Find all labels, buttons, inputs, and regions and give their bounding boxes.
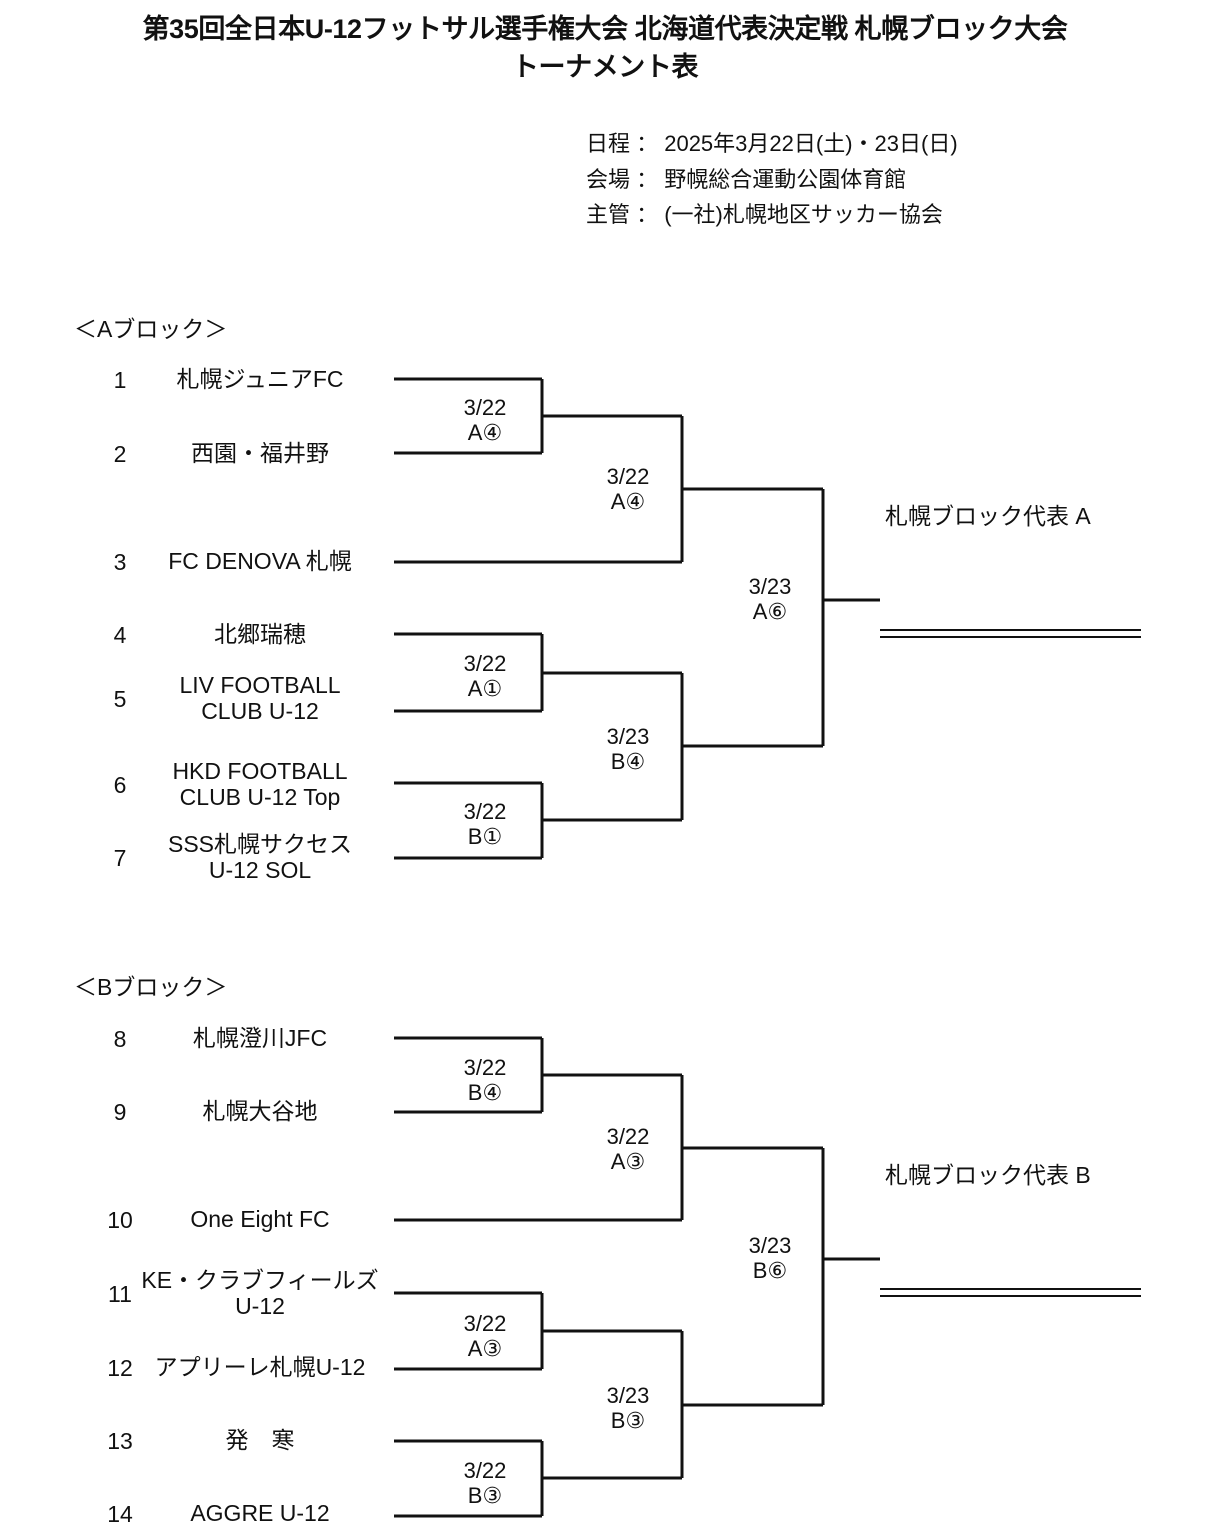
match-b6-court: B⑥ <box>752 1258 788 1284</box>
match-label-b2: 3/22 A③ <box>568 1124 688 1174</box>
match-label-b5: 3/23 B③ <box>568 1383 688 1433</box>
match-b2-court: A③ <box>610 1149 646 1175</box>
team-name-7-line1: SSS札幌サクセス <box>167 831 353 857</box>
team-name-2: 西園・福井野 <box>191 440 329 466</box>
match-a1-court: A④ <box>467 420 503 446</box>
match-label-a3: 3/22 A① <box>425 651 545 701</box>
match-b1-court: B④ <box>467 1080 503 1106</box>
match-b1-date: 3/22 <box>463 1055 507 1080</box>
team-name-7: SSS札幌サクセス U-12 SOL <box>130 831 390 884</box>
team-name-5: LIV FOOTBALL CLUB U-12 <box>130 672 390 725</box>
team-name-8: 札幌澄川JFC <box>192 1025 328 1051</box>
team-name-7-line2: U-12 SOL <box>208 856 312 883</box>
match-label-a1: 3/22 A④ <box>425 395 545 445</box>
match-a2-date: 3/22 <box>606 464 650 489</box>
match-b2-date: 3/22 <box>606 1124 650 1149</box>
match-a2-court: A④ <box>610 489 646 515</box>
team-name-6: HKD FOOTBALL CLUB U-12 Top <box>130 758 390 811</box>
match-a5-court: B④ <box>610 749 646 775</box>
seed-number-6: 6 <box>113 772 127 798</box>
team-name-14: AGGRE U-12 <box>190 1500 330 1526</box>
seed-number-1: 1 <box>113 367 127 393</box>
match-a5-date: 3/23 <box>606 724 650 749</box>
seed-number-11: 11 <box>108 1281 132 1307</box>
match-b6-date: 3/23 <box>748 1233 792 1258</box>
match-label-a4: 3/22 B① <box>425 799 545 849</box>
match-a4-court: B① <box>467 824 503 850</box>
match-b3-date: 3/22 <box>463 1311 507 1336</box>
seed-number-8: 8 <box>113 1026 127 1052</box>
seed-number-10: 10 <box>107 1207 133 1233</box>
block-b-winner-label: 札幌ブロック代表 B <box>885 1162 1091 1188</box>
match-label-b6: 3/23 B⑥ <box>710 1233 830 1283</box>
team-name-9: 札幌大谷地 <box>202 1098 318 1124</box>
seed-number-7: 7 <box>113 845 127 871</box>
title-line-2: トーナメント表 <box>511 52 699 83</box>
team-name-6-line2: CLUB U-12 Top <box>179 783 341 810</box>
match-a4-date: 3/22 <box>463 799 507 824</box>
team-name-13: 発 寒 <box>225 1427 295 1453</box>
block-a-label: ＜Aブロック＞ <box>74 316 228 342</box>
event-venue: 会場 ： 野幌総合運動公園体育館 <box>586 166 907 192</box>
match-label-a6: 3/23 A⑥ <box>710 574 830 624</box>
title-line-1: 第35回全日本U-12フットサル選手権大会 北海道代表決定戦 札幌ブロック大会 <box>142 14 1068 44</box>
seed-number-12: 12 <box>107 1355 133 1381</box>
team-name-10: One Eight FC <box>190 1206 330 1232</box>
match-label-a2: 3/22 A④ <box>568 464 688 514</box>
block-a-winner-label: 札幌ブロック代表 A <box>885 503 1091 529</box>
match-b3-court: A③ <box>467 1336 503 1362</box>
team-name-1: 札幌ジュニアFC <box>176 366 344 392</box>
seed-number-2: 2 <box>113 441 127 467</box>
seed-number-14: 14 <box>107 1501 133 1527</box>
team-name-11-line2: U-12 <box>235 1292 285 1319</box>
event-info: 日程 ： 2025年3月22日(土)・23日(日) 会場 ： 野幌総合運動公園体… <box>586 126 958 233</box>
team-name-4: 北郷瑞穂 <box>214 621 306 647</box>
team-name-11: KE・クラブフィールズ U-12 <box>130 1267 390 1320</box>
page-title: 第35回全日本U-12フットサル選手権大会 北海道代表決定戦 札幌ブロック大会 … <box>0 10 1210 87</box>
match-label-b3: 3/22 A③ <box>425 1311 545 1361</box>
match-label-b4: 3/22 B③ <box>425 1458 545 1508</box>
match-b4-court: B③ <box>467 1483 503 1509</box>
seed-number-13: 13 <box>107 1428 133 1454</box>
seed-number-4: 4 <box>113 622 127 648</box>
team-name-12: アプリーレ札幌U-12 <box>154 1354 366 1380</box>
match-label-b1: 3/22 B④ <box>425 1055 545 1105</box>
team-name-3: FC DENOVA 札幌 <box>168 548 352 574</box>
seed-number-5: 5 <box>113 686 127 712</box>
match-a3-date: 3/22 <box>463 651 507 676</box>
match-a6-court: A⑥ <box>752 599 788 625</box>
match-b4-date: 3/22 <box>463 1458 507 1483</box>
seed-number-9: 9 <box>113 1099 127 1125</box>
event-organizer: 主管 ： (一社)札幌地区サッカー協会 <box>586 202 943 228</box>
block-b-label: ＜Bブロック＞ <box>74 974 228 1000</box>
match-b5-date: 3/23 <box>606 1383 650 1408</box>
seed-number-3: 3 <box>113 549 127 575</box>
match-a3-court: A① <box>467 676 503 702</box>
match-a1-date: 3/22 <box>463 395 507 420</box>
team-name-5-line2: CLUB U-12 <box>201 697 319 724</box>
match-label-a5: 3/23 B④ <box>568 724 688 774</box>
team-name-11-line1: KE・クラブフィールズ <box>141 1267 379 1293</box>
team-name-5-line1: LIV FOOTBALL <box>179 672 341 698</box>
team-name-6-line1: HKD FOOTBALL <box>172 758 348 784</box>
event-schedule: 日程 ： 2025年3月22日(土)・23日(日) <box>586 131 958 156</box>
match-b5-court: B③ <box>610 1408 646 1434</box>
match-a6-date: 3/23 <box>748 574 792 599</box>
